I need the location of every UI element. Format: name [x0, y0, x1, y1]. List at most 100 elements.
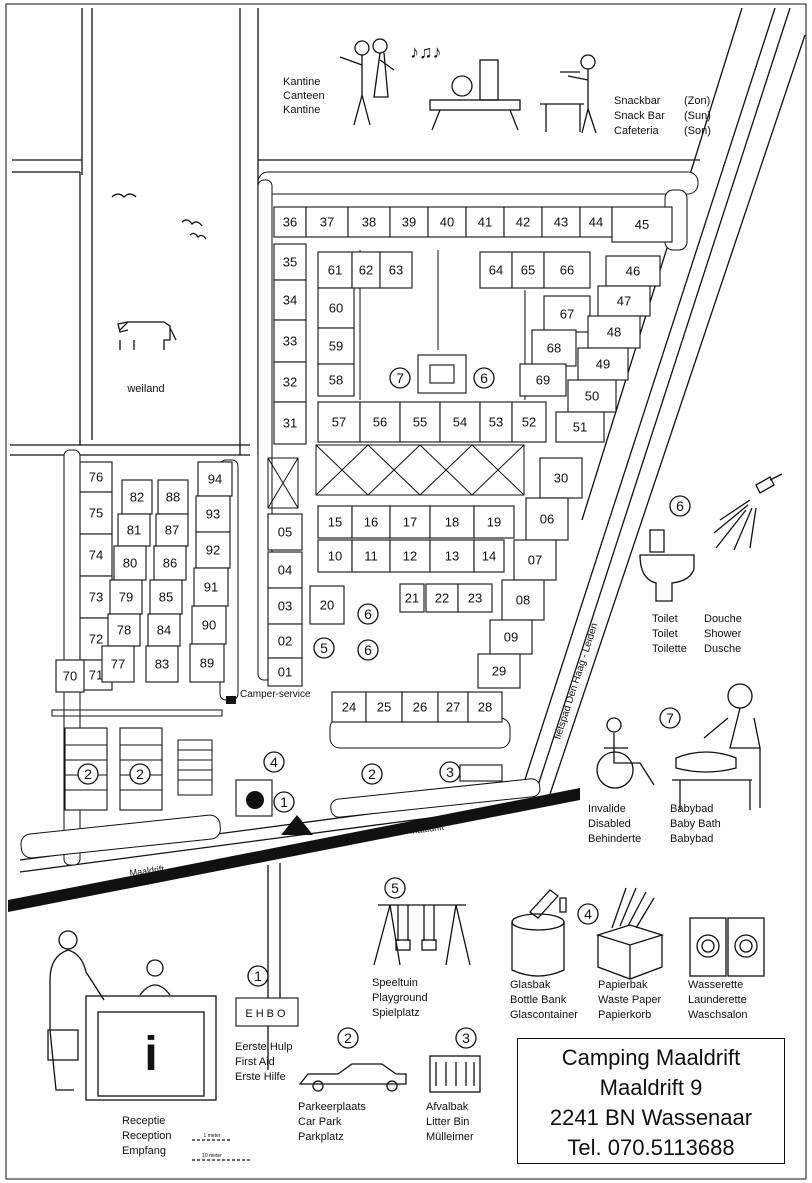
- disabled-label-3: Behinderte: [588, 833, 641, 845]
- litter-label-2: Litter Bin: [426, 1116, 469, 1128]
- marker-number-3: 3: [462, 1030, 470, 1046]
- road-label: Maaldrift: [129, 864, 165, 878]
- plot-77: [101, 645, 135, 683]
- plot-21: [399, 583, 425, 613]
- plot-label-60: 60: [329, 301, 343, 316]
- snackbar-day-3: (Son): [684, 125, 711, 137]
- plot-87: [155, 513, 189, 547]
- marker-circle-7: [389, 367, 411, 389]
- marker-number-2: 2: [136, 766, 144, 782]
- plot-label-91: 91: [204, 580, 218, 595]
- plot-59: [317, 327, 355, 365]
- toilet-icon: [639, 529, 695, 602]
- plot-label-20: 20: [320, 598, 334, 613]
- plot-label-71: 71: [89, 668, 103, 683]
- plot-label-73: 73: [89, 590, 103, 605]
- plot-label-57: 57: [332, 415, 346, 430]
- marker-circle-2: [361, 763, 383, 785]
- paper-label-3: Papierkorb: [598, 1009, 651, 1021]
- plot-label-44: 44: [589, 215, 603, 230]
- firstaid-label-2: First Aid: [235, 1056, 275, 1068]
- plot-label-92: 92: [206, 543, 220, 558]
- plot-26: [401, 691, 439, 723]
- marker-circle-4: [577, 903, 599, 925]
- plot-label-83: 83: [155, 657, 169, 672]
- plot-82: [121, 479, 153, 515]
- plot-label-81: 81: [127, 523, 141, 538]
- plot-label-29: 29: [492, 664, 506, 679]
- plot-02: [267, 623, 303, 659]
- plot-84: [147, 613, 181, 647]
- marker-circle-6: [357, 639, 379, 661]
- marker-number-5: 5: [320, 640, 328, 656]
- plot-label-04: 04: [278, 563, 292, 578]
- plot-66: [543, 251, 591, 289]
- plot-23: [457, 583, 493, 613]
- plot-51: [555, 411, 605, 443]
- plot-label-84: 84: [157, 623, 171, 638]
- plot-label-78: 78: [117, 623, 131, 638]
- plot-label-12: 12: [403, 549, 417, 564]
- plot-label-72: 72: [89, 632, 103, 647]
- plot-label-34: 34: [283, 293, 297, 308]
- plot-54: [439, 401, 481, 443]
- parking-label-2: Car Park: [298, 1116, 342, 1128]
- plot-label-11: 11: [364, 549, 378, 564]
- firstaid-label-1: Eerste Hulp: [235, 1041, 292, 1053]
- plot-78: [107, 613, 141, 647]
- plot-label-35: 35: [283, 255, 297, 270]
- paper-box-icon: [595, 887, 665, 980]
- plot-04: [267, 551, 303, 589]
- marker-circle-7: [659, 707, 681, 729]
- plot-28: [467, 691, 503, 723]
- marker-number-7: 7: [396, 370, 404, 386]
- marker-number-2: 2: [84, 766, 92, 782]
- plot-label-85: 85: [159, 590, 173, 605]
- cow-icon: [117, 321, 177, 350]
- plot-09: [489, 619, 533, 655]
- marker-circle-6: [473, 367, 495, 389]
- plot-90: [191, 605, 227, 645]
- shower-icon: [713, 473, 783, 551]
- playground-label-3: Spielplatz: [372, 1007, 420, 1019]
- marker-number-2: 2: [368, 766, 376, 782]
- plot-label-75: 75: [89, 506, 103, 521]
- plot-label-01: 01: [278, 665, 292, 680]
- plot-label-50: 50: [585, 389, 599, 404]
- plot-57: [317, 401, 361, 443]
- plot-label-62: 62: [359, 263, 373, 278]
- plot-label-07: 07: [528, 553, 542, 568]
- plot-94: [197, 461, 233, 497]
- plot-label-67: 67: [560, 307, 574, 322]
- plot-83: [145, 645, 179, 683]
- marker-number-4: 4: [584, 906, 592, 922]
- marker-circle-3: [455, 1027, 477, 1049]
- bottle-label-2: Bottle Bank: [510, 994, 567, 1006]
- plot-label-49: 49: [596, 357, 610, 372]
- canteen-label-2: Canteen: [283, 90, 325, 102]
- plot-55: [399, 401, 441, 443]
- plot-label-41: 41: [478, 215, 492, 230]
- marker-number-7: 7: [666, 710, 674, 726]
- marker-circle-1: [273, 791, 295, 813]
- marker-number-5: 5: [391, 880, 399, 896]
- plot-label-65: 65: [521, 263, 535, 278]
- babybath-label-2: Baby Bath: [670, 818, 721, 830]
- plot-36: [273, 206, 307, 238]
- plot-label-61: 61: [328, 263, 342, 278]
- parking-label-1: Parkeerplaats: [298, 1101, 366, 1113]
- plot-label-56: 56: [373, 415, 387, 430]
- marker-circle-2: [337, 1027, 359, 1049]
- meadow-label: weiland: [126, 383, 164, 395]
- plot-89: [189, 643, 225, 683]
- plot-label-21: 21: [405, 591, 419, 606]
- plot-85: [149, 579, 183, 615]
- plot-62: [351, 251, 381, 289]
- marker-number-2: 2: [344, 1030, 352, 1046]
- sanitary-crosses: [267, 444, 525, 509]
- plot-label-89: 89: [200, 656, 214, 671]
- shower-label-2: Shower: [704, 628, 742, 640]
- marker-number-3: 3: [446, 764, 454, 780]
